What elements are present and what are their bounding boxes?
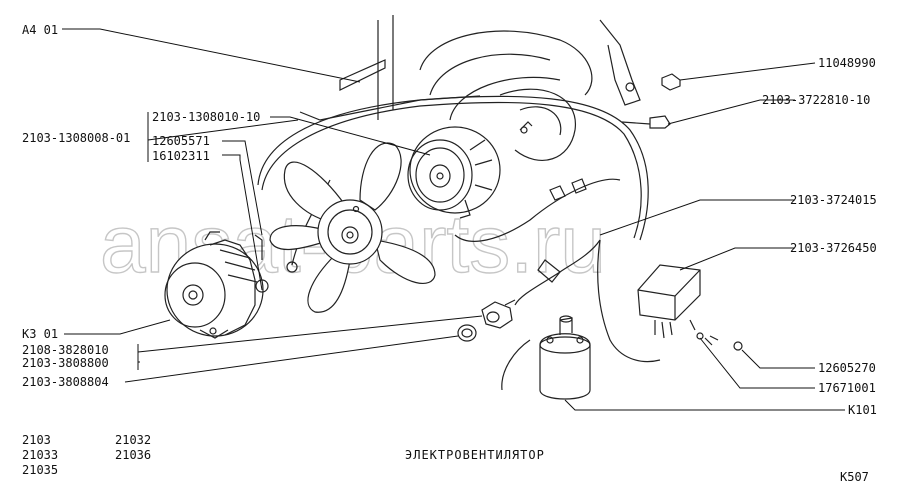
temperature-sensor-icon: [457, 299, 516, 342]
model-21032: 21032: [115, 433, 151, 447]
label-k101: К101: [848, 403, 877, 417]
label-12605270: 12605270: [818, 361, 876, 375]
model-21036: 21036: [115, 448, 151, 462]
label-2103-3724015: 2103-3724015: [790, 193, 877, 207]
page-code: К507: [840, 470, 869, 484]
part-labels: А4 01 2103-1308008-01 2103-1308010-10 12…: [22, 23, 877, 417]
ignition-coil-icon: [539, 315, 591, 400]
label-2103-1308010-10: 2103-1308010-10: [152, 110, 260, 124]
diagram-title: ЭЛЕКТРОВЕНТИЛЯТОР: [405, 448, 545, 462]
label-12605571: 12605571: [152, 134, 210, 148]
label-2108-3828010: 2108-3828010: [22, 343, 109, 357]
fan-blade-icon: [269, 142, 436, 313]
label-k301: К3 01: [22, 327, 58, 341]
electric-motor-icon: [407, 126, 501, 219]
label-2103-3808800: 2103-3808800: [22, 356, 109, 370]
relay-icon: [637, 264, 743, 351]
leader-lines: [62, 28, 845, 411]
bolt-icon: [649, 73, 681, 129]
label-2103-3722810-10: 2103-3722810-10: [762, 93, 870, 107]
model-list: 2103 21033 21035 21032 21036: [22, 433, 151, 477]
label-16102311: 16102311: [152, 149, 210, 163]
radiator-shroud: [299, 15, 641, 161]
label-2103-3808804: 2103-3808804: [22, 375, 109, 389]
label-11048990: 11048990: [818, 56, 876, 70]
label-2103-3726450: 2103-3726450: [790, 241, 877, 255]
wiring-harness-icon: [254, 95, 666, 391]
label-17671001: 17671001: [818, 381, 876, 395]
model-21033: 21033: [22, 448, 58, 462]
model-21035: 21035: [22, 463, 58, 477]
model-2103: 2103: [22, 433, 51, 447]
label-2103-1308008-01: 2103-1308008-01: [22, 131, 130, 145]
label-a401: А4 01: [22, 23, 58, 37]
alternator-icon: [164, 231, 269, 339]
